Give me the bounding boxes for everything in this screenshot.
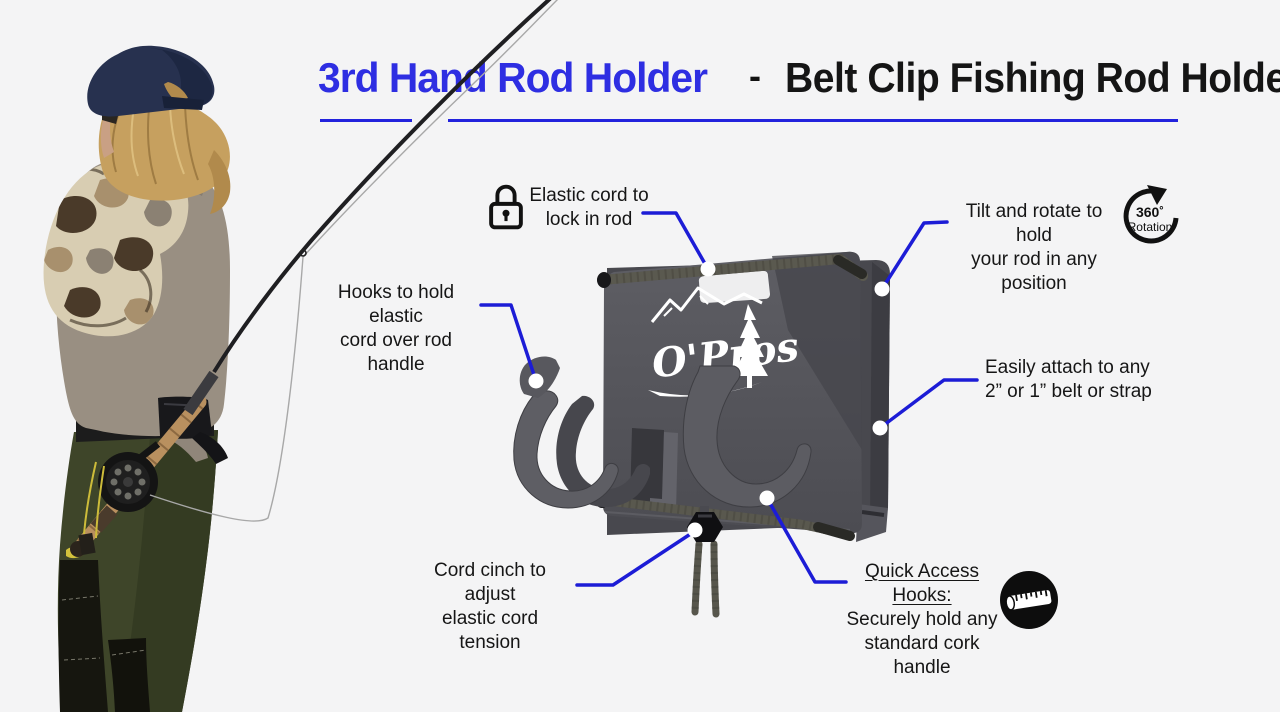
callout-line: Tilt and rotate to hold bbox=[965, 201, 1103, 246]
face-sliver bbox=[100, 118, 114, 158]
angler-photo bbox=[43, 45, 231, 712]
center-hook bbox=[682, 365, 812, 508]
leader-cord-cinch bbox=[575, 529, 697, 587]
callout-line: elastic cord tension bbox=[441, 608, 539, 653]
callout-tilt-rotate: Tilt and rotate to hold your rod in any … bbox=[948, 200, 1120, 296]
callout-line: Cord cinch to adjust bbox=[434, 560, 546, 605]
pine-tree bbox=[732, 304, 768, 388]
callout-quick-access: Quick Access Hooks: Securely hold any st… bbox=[846, 560, 998, 680]
title-separator: - bbox=[749, 55, 762, 96]
callout-line: 2” or 1” belt or strap bbox=[985, 381, 1152, 402]
callout-cord-cinch: Cord cinch to adjust elastic cord tensio… bbox=[416, 559, 564, 655]
callout-line: Elastic cord to bbox=[529, 185, 649, 206]
tape-measure-icon bbox=[999, 570, 1059, 630]
callout-line: Easily attach to any bbox=[985, 357, 1150, 378]
padlock-icon bbox=[488, 181, 524, 233]
page-title: 3rd Hand Rod Holder-Belt Clip Fishing Ro… bbox=[318, 54, 1280, 102]
left-back-hook bbox=[556, 395, 650, 508]
rod-holder-product: O'Pros bbox=[513, 251, 890, 618]
callout-line: standard cork handle bbox=[864, 633, 980, 678]
fly-reel bbox=[98, 441, 161, 512]
product-name: 3rd Hand Rod Holder bbox=[318, 54, 708, 101]
callout-line: lock in rod bbox=[545, 209, 633, 230]
callout-line: cord over rod handle bbox=[340, 330, 452, 375]
callout-hooks: Hooks to hold elastic cord over rod hand… bbox=[318, 281, 474, 377]
callout-line: your rod in any position bbox=[971, 249, 1097, 294]
top-elastic-cord bbox=[597, 253, 868, 288]
left-front-hook bbox=[513, 390, 619, 509]
title-underline-right bbox=[448, 119, 1178, 122]
connector-dots bbox=[528, 261, 890, 538]
product-descriptor: Belt Clip Fishing Rod Holder bbox=[785, 54, 1280, 101]
cord-cinch bbox=[687, 506, 723, 618]
callout-line: Hooks to hold elastic bbox=[337, 282, 455, 327]
title-underline-left bbox=[320, 119, 412, 122]
callout-line: Securely hold any bbox=[846, 609, 998, 630]
callout-belt-attach: Easily attach to any 2” or 1” belt or st… bbox=[985, 356, 1155, 404]
zinger-lanyard bbox=[78, 461, 105, 556]
leader-lines bbox=[479, 211, 979, 587]
baseball-cap bbox=[87, 45, 215, 117]
leader-quick-access bbox=[765, 496, 848, 584]
leader-belt-attach bbox=[878, 378, 979, 430]
rotation-360-icon: 360˚ Rotation bbox=[1119, 184, 1181, 248]
rotation-label: Rotation bbox=[1128, 220, 1173, 234]
callout-heading: Quick Access Hooks: bbox=[864, 561, 980, 606]
rotation-degrees: 360˚ bbox=[1136, 204, 1164, 220]
leader-tilt-rotate bbox=[880, 220, 949, 291]
callout-elastic-cord: Elastic cord to lock in rod bbox=[523, 184, 655, 232]
leader-elastic-cord bbox=[641, 211, 710, 271]
handle-slot bbox=[698, 270, 770, 303]
